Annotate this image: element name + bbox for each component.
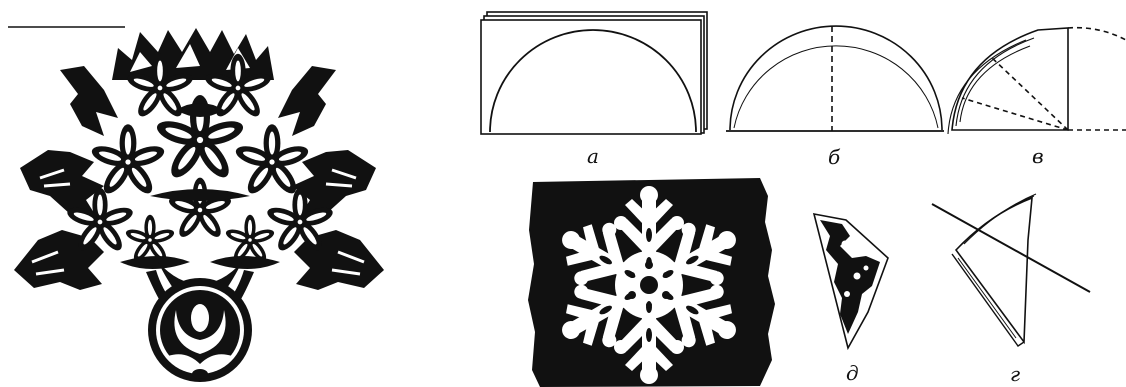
figure-g-cut-line xyxy=(932,194,1090,346)
label-v: в xyxy=(1032,144,1044,168)
figure-snowflake-result xyxy=(528,178,775,387)
label-g: г xyxy=(1010,362,1020,386)
figure-a-folded-sheet xyxy=(481,12,707,134)
papercut-ornament xyxy=(8,27,384,382)
label-d: д xyxy=(846,361,859,385)
label-b: б xyxy=(828,145,841,169)
figure-v-sector-fold xyxy=(948,28,1126,134)
label-a: а xyxy=(587,144,599,168)
figure-d-cut-wedge xyxy=(814,214,888,348)
figure-b-semicircle xyxy=(726,26,944,131)
